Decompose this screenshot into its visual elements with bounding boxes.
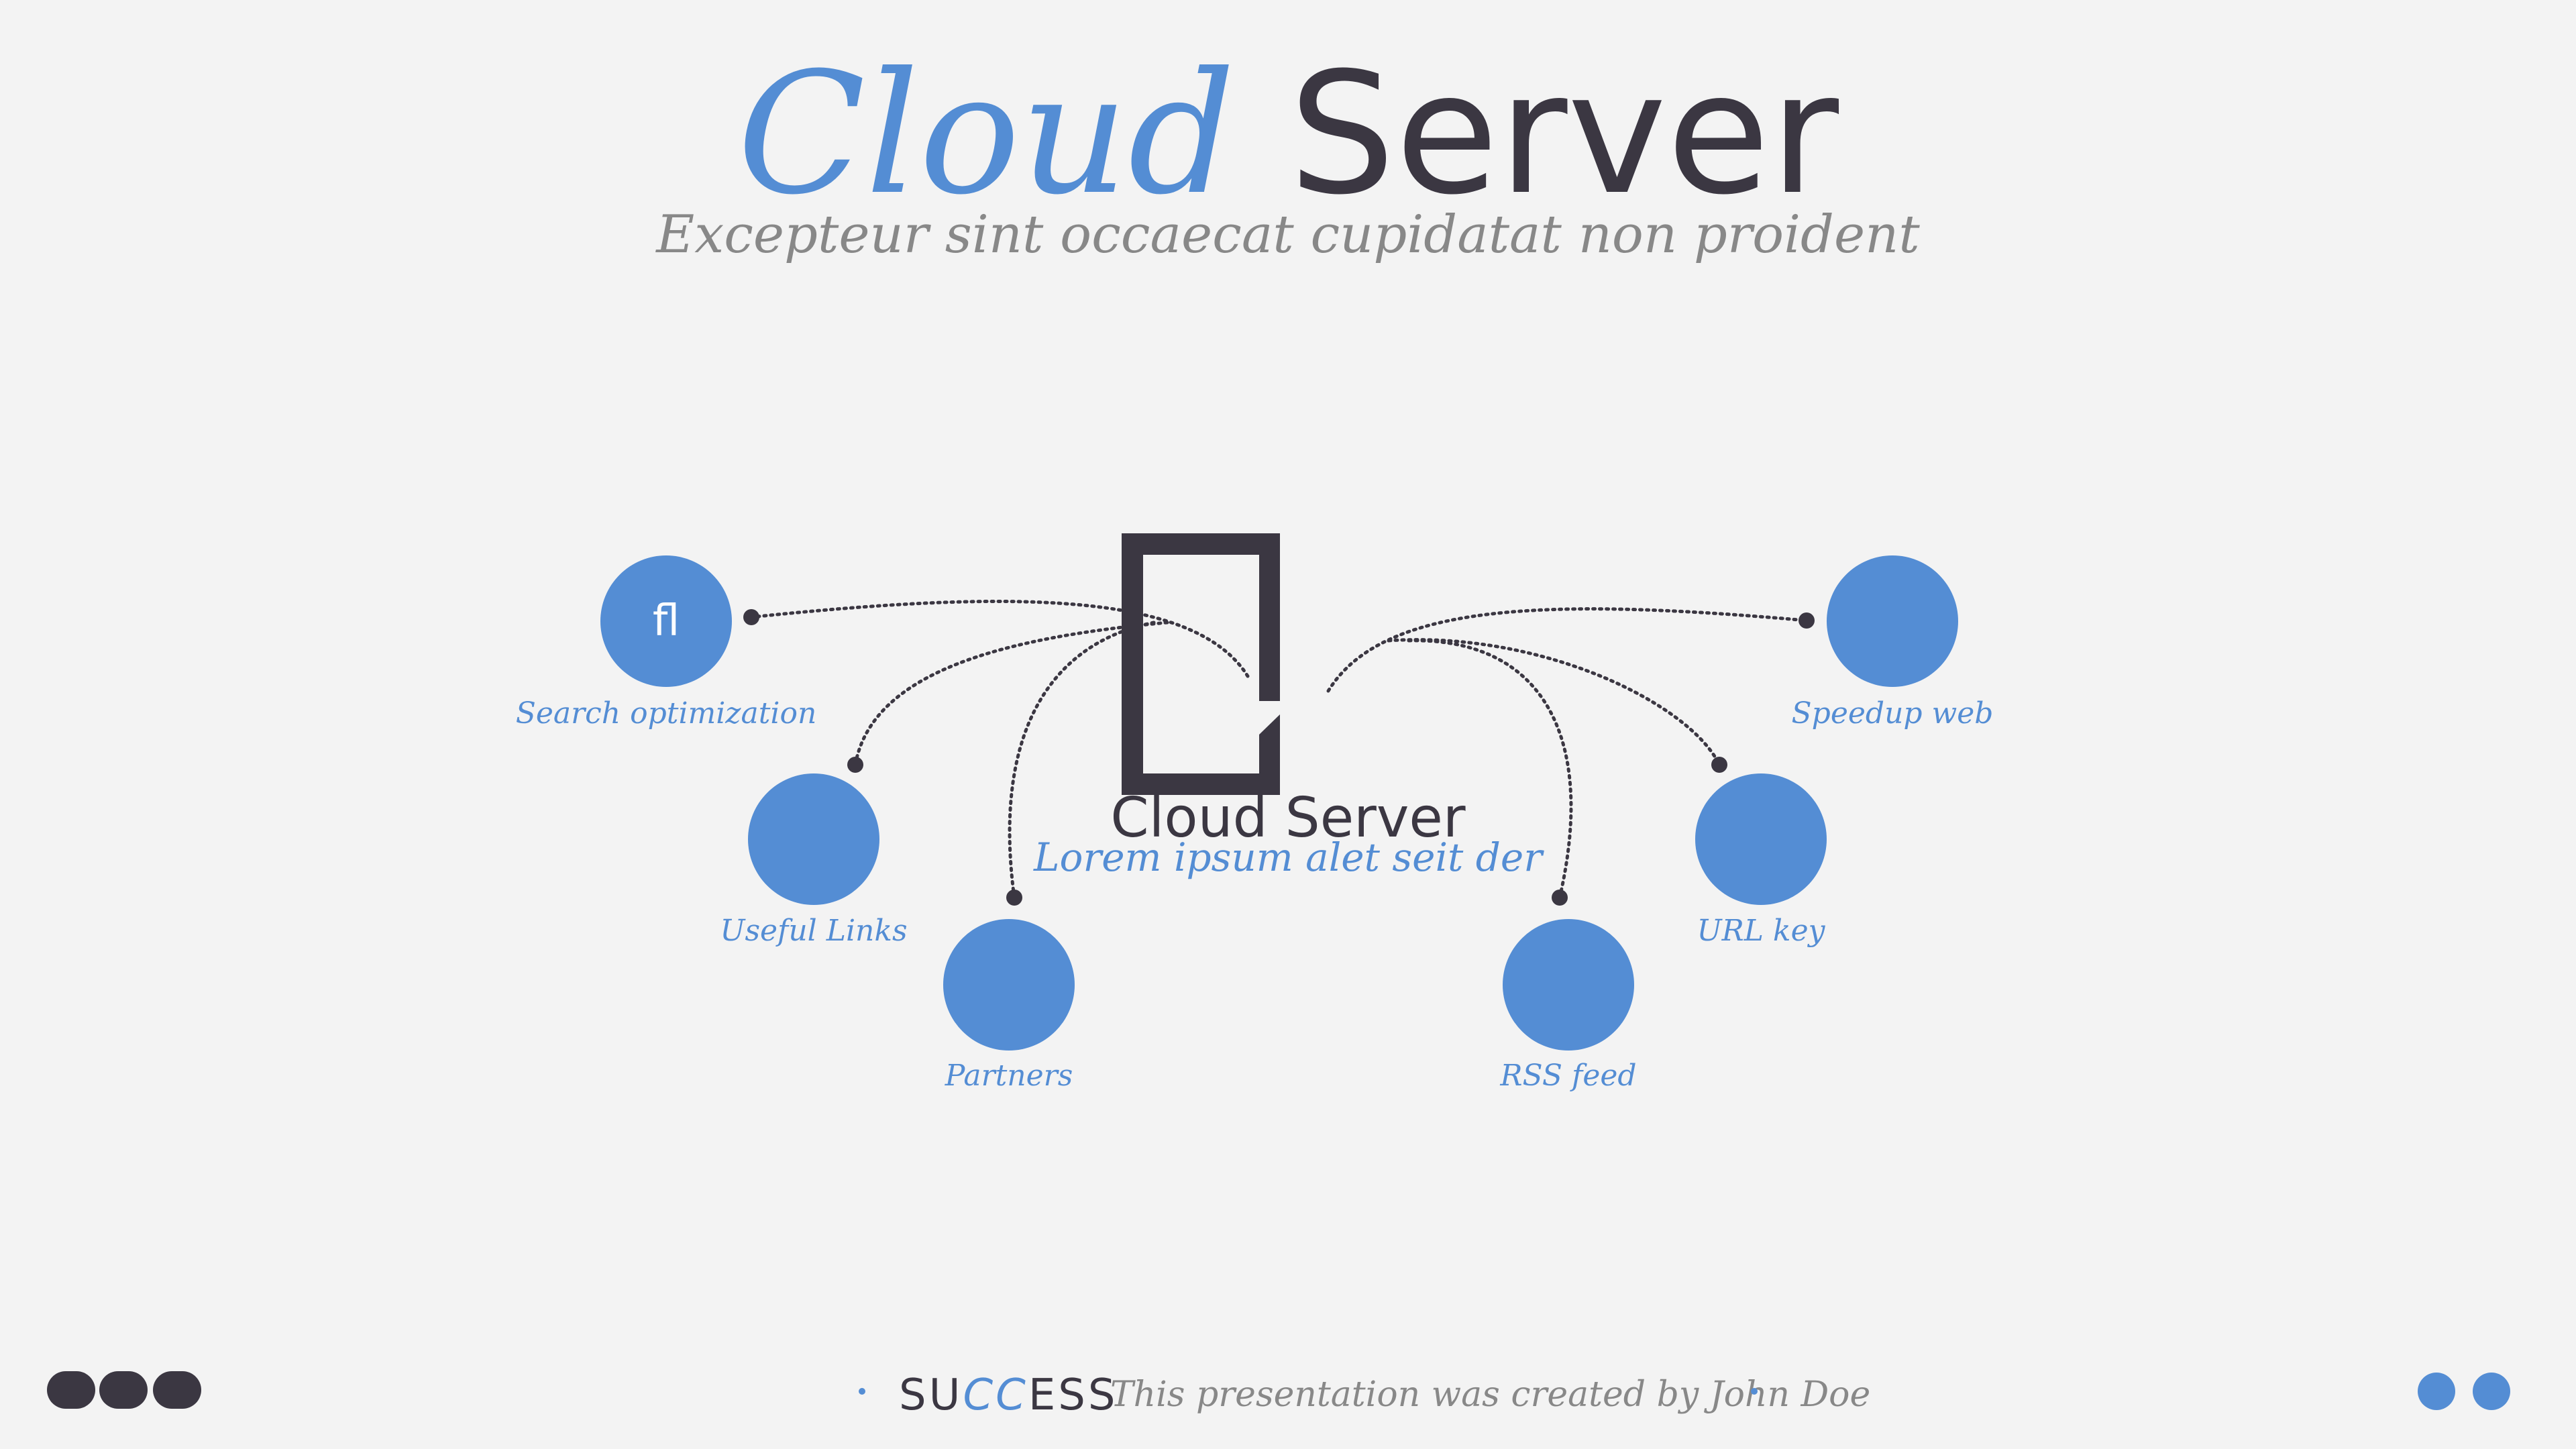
brand-part-1: SU — [899, 1371, 963, 1420]
title-main-word: Server — [1289, 36, 1839, 231]
previous-slide-button[interactable] — [2418, 1373, 2455, 1410]
footer-menu-button[interactable] — [153, 1371, 201, 1409]
footer-brand: SUCCESS — [899, 1368, 1118, 1422]
partners-button[interactable] — [943, 919, 1075, 1051]
connector-dot-links — [847, 757, 863, 773]
page-title: Cloud Server — [0, 27, 2576, 241]
connector-speedup-web — [1326, 607, 1809, 693]
brand-part-2: CC — [963, 1371, 1028, 1420]
connector-dot-rss — [1552, 890, 1568, 906]
footer-decor-dot-right — [1751, 1388, 1758, 1395]
search-optimization-button[interactable]: ﬂ — [600, 555, 732, 687]
title-accent-word: Cloud — [737, 36, 1236, 231]
feature-label-rss-feed: RSS feed — [1500, 1059, 1637, 1093]
feature-label-partners: Partners — [945, 1059, 1073, 1093]
connector-url-key — [1387, 638, 1721, 767]
search-optimization-icon: ﬂ — [652, 596, 680, 646]
footer-grid-button[interactable] — [99, 1371, 148, 1409]
connector-dot-speedup — [1799, 612, 1815, 629]
connector-dot-url — [1711, 757, 1727, 773]
page-subtitle: Excepteur sint occaecat cupidatat non pr… — [656, 205, 1920, 265]
center-subtitle: Lorem ipsum alet seit der — [1034, 835, 1542, 880]
useful-links-button[interactable] — [748, 773, 879, 905]
feature-label-speedup-web: Speedup web — [1791, 696, 1994, 731]
footer-home-button[interactable] — [47, 1371, 95, 1409]
feature-label-url-key: URL key — [1697, 914, 1825, 948]
feature-label-useful-links: Useful Links — [720, 914, 908, 948]
speedup-web-button[interactable] — [1827, 555, 1958, 687]
brand-part-3: ESS — [1028, 1371, 1118, 1420]
footer-credit: This presentation was created by John Do… — [1110, 1375, 1871, 1415]
feature-label-search-optimization: Search optimization — [515, 696, 817, 731]
mobile-phone-icon — [1122, 533, 1280, 795]
connector-dot-search — [743, 609, 759, 625]
url-key-button[interactable] — [1695, 773, 1827, 905]
connector-dot-partners — [1006, 890, 1022, 906]
connector-useful-links — [853, 621, 1169, 767]
next-slide-button[interactable] — [2473, 1373, 2510, 1410]
footer-decor-dot-left — [859, 1388, 865, 1395]
center-title: Cloud Server — [1110, 786, 1466, 850]
rss-feed-button[interactable] — [1503, 919, 1634, 1051]
